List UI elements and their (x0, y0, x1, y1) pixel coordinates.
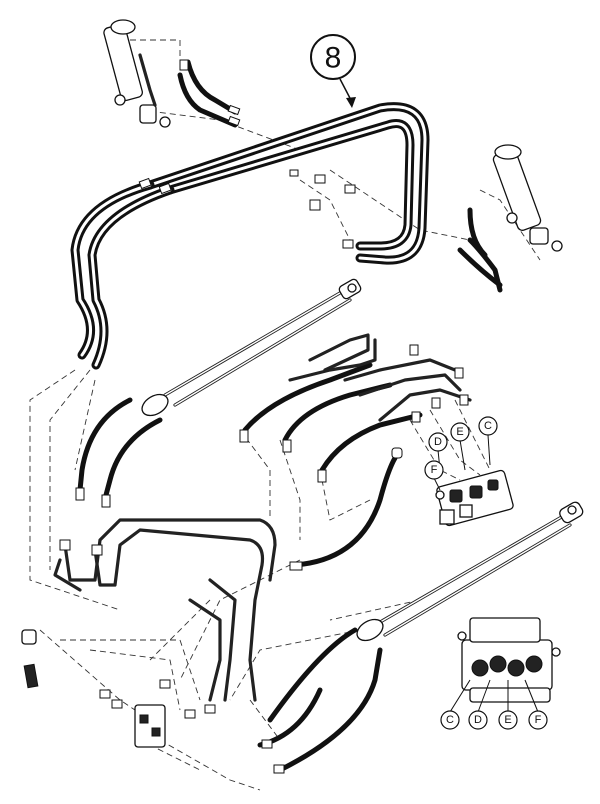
svg-text:C: C (446, 714, 454, 726)
upper-right-cylinder (492, 144, 563, 252)
svg-text:D: D (474, 714, 482, 726)
svg-text:D: D (434, 436, 442, 448)
valve-detail-view: C D E F (440, 617, 561, 730)
upper-hoses (177, 59, 241, 128)
detail-callout-e: E (498, 710, 518, 730)
valve-callout-f: F (424, 460, 444, 480)
svg-text:F: F (431, 464, 438, 476)
control-valve (435, 469, 514, 527)
svg-text:F: F (535, 714, 542, 726)
detail-callout-f: F (528, 710, 548, 730)
lower-hoses (257, 627, 383, 774)
valve-callout-c: C (478, 416, 498, 436)
lower-valve-block (21, 629, 216, 748)
mid-hoses (75, 362, 423, 571)
right-short-hoses (457, 207, 503, 293)
valve-callouts: D E C F (424, 416, 498, 491)
valve-callout-d: D (428, 432, 448, 452)
svg-text:C: C (484, 420, 492, 432)
upper-left-cylinder (103, 19, 171, 128)
long-cylinder-lower (356, 501, 584, 642)
svg-text:8: 8 (325, 42, 342, 75)
valve-callout-e: E (450, 422, 470, 442)
svg-text:E: E (504, 714, 511, 726)
mid-metal-tubes (288, 333, 472, 423)
svg-text:E: E (456, 426, 463, 438)
long-cylinder-upper (141, 278, 362, 417)
center-fittings (138, 169, 356, 249)
loop-hose (70, 102, 430, 370)
detail-callout-c: C (440, 710, 460, 730)
lower-tube-bundle (53, 518, 277, 702)
detail-callout-d: D (468, 710, 488, 730)
main-callout-8: 8 (310, 34, 356, 108)
